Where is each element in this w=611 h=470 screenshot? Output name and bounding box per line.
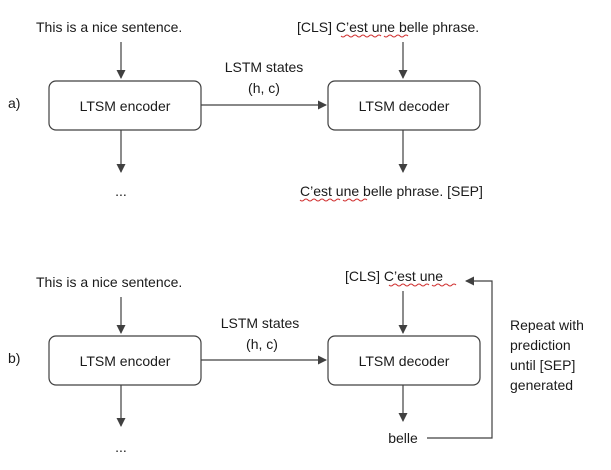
panel-a-input-sentence: This is a nice sentence. xyxy=(36,19,182,35)
panel-b-decoder-input-word-une: une xyxy=(420,268,444,284)
panel-a-ellipsis: ... xyxy=(115,183,127,199)
panel-b-input-sentence: This is a nice sentence. xyxy=(36,274,182,290)
panel-b-loop-note: Repeat with prediction until [SEP] gener… xyxy=(510,317,588,393)
panel-a-states-hc: (h, c) xyxy=(248,80,280,96)
panel-b-loop-note-line-2: prediction xyxy=(510,337,571,353)
panel-a-marker: a) xyxy=(8,95,20,111)
panel-a-decoder-box xyxy=(327,80,481,131)
panel-b-decoder-input-prefix: [CLS] xyxy=(345,268,384,284)
panel-a-decoder-input-suffix: belle phrase. xyxy=(395,19,479,35)
panel-b-loop-note-line-3: until [SEP] xyxy=(510,357,575,373)
panel-b-decoder-box xyxy=(327,335,481,386)
panel-a-decoder-label: LTSM decoder xyxy=(359,98,450,114)
panel-a-decoder-input: [CLS] C’est une belle phrase. xyxy=(297,19,479,35)
panel-a-spellcheck-underline-4 xyxy=(342,198,368,202)
panel-b-spellcheck-underline-1 xyxy=(388,283,430,287)
panel-b-spellcheck-underline-2 xyxy=(431,283,457,287)
panel-b-output-word: belle xyxy=(388,430,418,446)
panel-a-encoder-label: LTSM encoder xyxy=(80,98,171,114)
panel-a-decoder-input-word-cest: C’est xyxy=(336,19,368,35)
panel-b-decoder-input: [CLS] C’est une xyxy=(345,268,443,284)
panel-b-decoder-input-word-cest: C’est xyxy=(384,268,416,284)
panel-b-states-label: LSTM states xyxy=(221,315,300,331)
panel-a-spellcheck-underline-1 xyxy=(340,34,382,38)
panel-b-states-hc: (h, c) xyxy=(246,336,278,352)
panel-b-decoder-label: LTSM decoder xyxy=(359,353,450,369)
panel-b-feedback-loop-arrow xyxy=(427,276,493,439)
panel-b-loop-note-line-4: generated xyxy=(510,377,573,393)
panel-b-encoder-label: LTSM encoder xyxy=(80,353,171,369)
panel-b-loop-note-line-1: Repeat with xyxy=(510,317,584,333)
panel-a-states-label: LSTM states xyxy=(225,59,304,75)
panel-b: b) This is a nice sentence. LTSM encoder… xyxy=(8,268,588,455)
panel-b-marker: b) xyxy=(8,350,20,366)
panel-a-output-word-cest: C’est xyxy=(300,183,332,199)
panel-b-ellipsis: ... xyxy=(115,439,127,455)
panel-a-spellcheck-underline-3 xyxy=(299,198,341,202)
panel-a-decoder-input-prefix: [CLS] xyxy=(297,19,336,35)
panel-a: a) This is a nice sentence. LTSM encoder… xyxy=(8,19,483,202)
panel-a-spellcheck-underline-2 xyxy=(383,34,409,38)
panel-a-output-word-une: une xyxy=(336,183,360,199)
panel-a-output-suffix: belle phrase. [SEP] xyxy=(359,183,483,199)
panel-a-decoder-output: C’est une belle phrase. [SEP] xyxy=(300,183,483,199)
panel-a-decoder-input-word-une: une xyxy=(372,19,396,35)
